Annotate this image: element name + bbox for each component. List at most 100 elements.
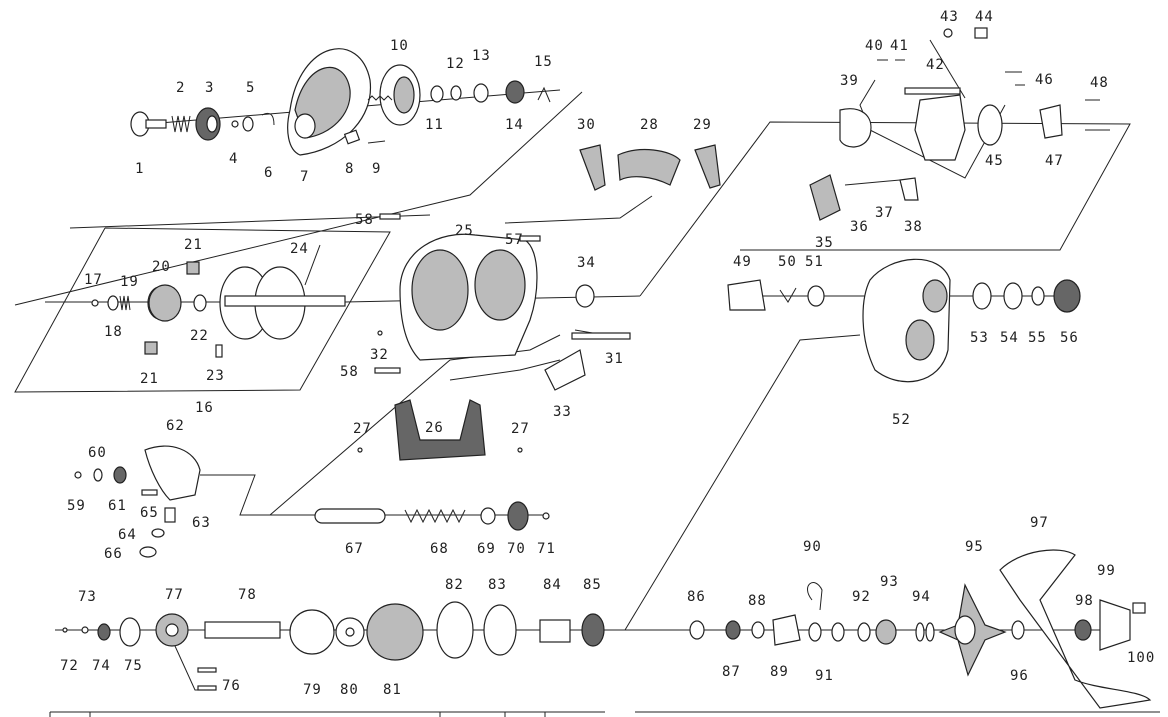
label-4: 4 — [229, 151, 238, 167]
label-72: 72 — [60, 658, 79, 674]
label-88: 88 — [748, 593, 767, 609]
label-34: 34 — [577, 255, 596, 271]
label-21-bottom: 21 — [140, 371, 159, 387]
label-68: 68 — [430, 541, 449, 557]
part-1-screw — [130, 111, 167, 137]
label-87: 87 — [722, 664, 741, 680]
part-52-side-plate — [862, 258, 951, 383]
label-16: 16 — [195, 400, 214, 416]
label-2: 2 — [176, 80, 185, 96]
label-58-top: 58 — [355, 212, 374, 228]
label-52: 52 — [892, 412, 911, 428]
label-97: 97 — [1030, 515, 1049, 531]
label-15: 15 — [534, 54, 553, 70]
label-35: 35 — [815, 235, 834, 251]
part-97-handle — [999, 549, 1152, 709]
parts — [62, 27, 1152, 709]
label-98: 98 — [1075, 593, 1094, 609]
label-43: 43 — [940, 9, 959, 25]
part-7-side-cover — [287, 48, 372, 156]
callout-numbers: 1 2 3 4 5 6 7 8 9 10 11 12 13 14 15 16 1… — [60, 9, 1155, 698]
label-1: 1 — [135, 161, 144, 177]
label-62: 62 — [166, 418, 185, 434]
label-91: 91 — [815, 668, 834, 684]
part-95-star-drag — [938, 583, 1007, 677]
label-67: 67 — [345, 541, 364, 557]
label-82: 82 — [445, 577, 464, 593]
label-5: 5 — [246, 80, 255, 96]
label-30: 30 — [577, 117, 596, 133]
label-74: 74 — [92, 658, 111, 674]
part-spool — [219, 266, 346, 340]
label-99: 99 — [1097, 563, 1116, 579]
label-32: 32 — [370, 347, 389, 363]
label-92: 92 — [852, 589, 871, 605]
label-9: 9 — [372, 161, 381, 177]
label-85: 85 — [583, 577, 602, 593]
label-23: 23 — [206, 368, 225, 384]
label-38: 38 — [904, 219, 923, 235]
label-39: 39 — [840, 73, 859, 89]
label-7: 7 — [300, 169, 309, 185]
label-51: 51 — [805, 254, 824, 270]
label-59: 59 — [67, 498, 86, 514]
label-20: 20 — [152, 259, 171, 275]
label-36: 36 — [850, 219, 869, 235]
label-55: 55 — [1028, 330, 1047, 346]
label-54: 54 — [1000, 330, 1019, 346]
label-40: 40 — [865, 38, 884, 54]
label-22: 22 — [190, 328, 209, 344]
label-75: 75 — [124, 658, 143, 674]
label-73: 73 — [78, 589, 97, 605]
label-48: 48 — [1090, 75, 1109, 91]
label-8: 8 — [345, 161, 354, 177]
label-49: 49 — [733, 254, 752, 270]
label-25: 25 — [455, 223, 474, 239]
label-29: 29 — [693, 117, 712, 133]
label-60: 60 — [88, 445, 107, 461]
label-33: 33 — [553, 404, 572, 420]
label-46: 46 — [1035, 72, 1054, 88]
label-42: 42 — [926, 57, 945, 73]
label-21-top: 21 — [184, 237, 203, 253]
label-70: 70 — [507, 541, 526, 557]
label-63: 63 — [192, 515, 211, 531]
label-31: 31 — [605, 351, 624, 367]
label-76: 76 — [222, 678, 241, 694]
label-10: 10 — [390, 38, 409, 54]
label-61: 61 — [108, 498, 127, 514]
label-14: 14 — [505, 117, 524, 133]
label-37: 37 — [875, 205, 894, 221]
label-100: 100 — [1127, 650, 1155, 666]
label-50: 50 — [778, 254, 797, 270]
label-79: 79 — [303, 682, 322, 698]
label-44: 44 — [975, 9, 994, 25]
label-24: 24 — [290, 241, 309, 257]
label-65: 65 — [140, 505, 159, 521]
label-90: 90 — [803, 539, 822, 555]
label-93: 93 — [880, 574, 899, 590]
label-17: 17 — [84, 272, 103, 288]
label-77: 77 — [165, 587, 184, 603]
label-78: 78 — [238, 587, 257, 603]
label-89: 89 — [770, 664, 789, 680]
label-96: 96 — [1010, 668, 1029, 684]
label-26: 26 — [425, 420, 444, 436]
label-81: 81 — [383, 682, 402, 698]
label-27-left: 27 — [353, 421, 372, 437]
label-28: 28 — [640, 117, 659, 133]
label-66: 66 — [104, 546, 123, 562]
label-47: 47 — [1045, 153, 1064, 169]
label-86: 86 — [687, 589, 706, 605]
label-64: 64 — [118, 527, 137, 543]
label-18: 18 — [104, 324, 123, 340]
label-69: 69 — [477, 541, 496, 557]
label-71: 71 — [537, 541, 556, 557]
label-13: 13 — [472, 48, 491, 64]
label-41: 41 — [890, 38, 909, 54]
label-94: 94 — [912, 589, 931, 605]
label-45: 45 — [985, 153, 1004, 169]
label-6: 6 — [264, 165, 273, 181]
label-83: 83 — [488, 577, 507, 593]
